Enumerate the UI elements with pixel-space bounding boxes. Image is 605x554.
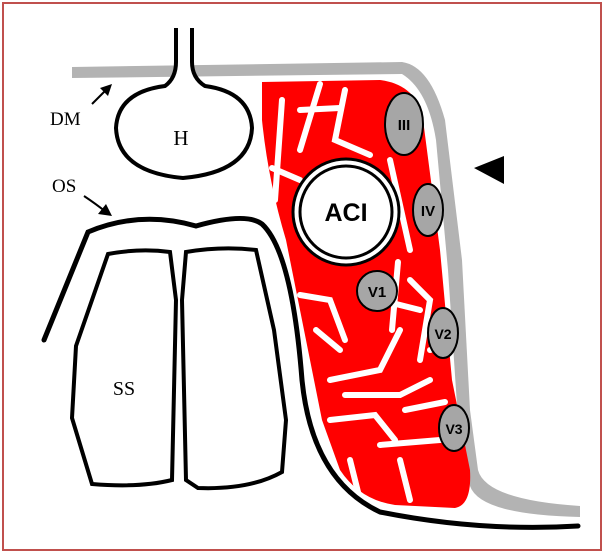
label-nerve-v1: V1 xyxy=(368,284,386,301)
label-os: OS xyxy=(52,176,76,197)
label-ss: SS xyxy=(113,378,135,400)
label-nerve-iii: III xyxy=(398,117,411,134)
label-h: H xyxy=(173,126,188,150)
label-nerve-v3: V3 xyxy=(445,421,462,437)
label-nerve-v2: V2 xyxy=(434,326,451,342)
label-nerve-iv: IV xyxy=(421,203,435,220)
label-dm: DM xyxy=(50,109,81,130)
label-aci: ACI xyxy=(324,199,367,227)
